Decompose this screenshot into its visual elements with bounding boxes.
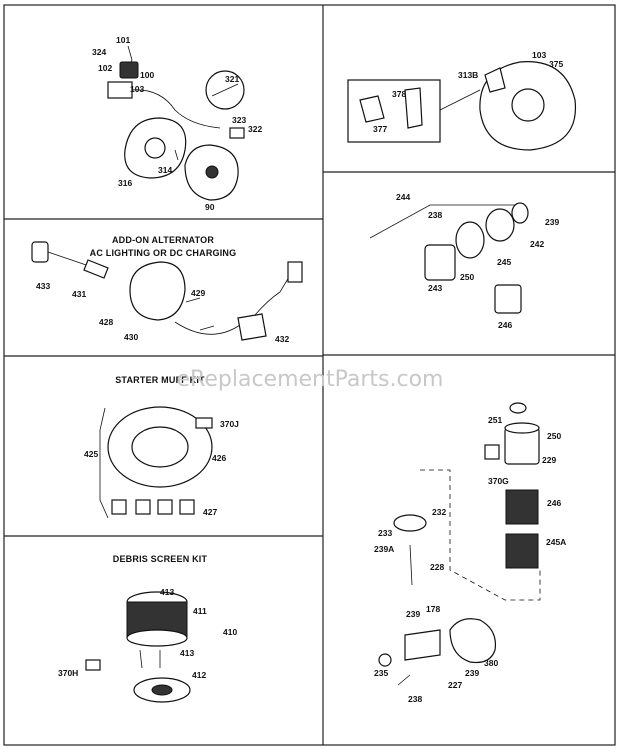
label-250b: 250 xyxy=(547,431,561,441)
label-412: 412 xyxy=(192,670,206,680)
label-433: 433 xyxy=(36,281,50,291)
starter-muff-labels: 370J 425 426 427 xyxy=(84,419,239,517)
label-90: 90 xyxy=(205,202,215,212)
label-239c: 239 xyxy=(406,609,420,619)
label-375: 375 xyxy=(549,59,563,69)
label-316: 316 xyxy=(118,178,132,188)
label-244: 244 xyxy=(396,192,410,202)
label-313b: 313B xyxy=(458,70,478,80)
alternator-title-line2: AC LIGHTING OR DC CHARGING xyxy=(90,248,237,258)
label-431: 431 xyxy=(72,289,86,299)
air-cleaner-labels: 244 238 239 242 245 250 243 246 xyxy=(396,192,559,330)
debris-screen-title: DEBRIS SCREEN KIT xyxy=(113,554,208,564)
alternator-title-line1: ADD-ON ALTERNATOR xyxy=(112,235,214,245)
carburetor-labels: 251 250 229 370G 246 232 233 239A 245A 2… xyxy=(374,415,566,704)
debris-screen-labels: 413 411 410 413 370H 412 xyxy=(58,587,237,680)
label-227: 227 xyxy=(448,680,462,690)
label-425: 425 xyxy=(84,449,98,459)
label-377: 377 xyxy=(373,124,387,134)
label-323: 323 xyxy=(232,115,246,125)
label-314: 314 xyxy=(158,165,172,175)
label-429: 429 xyxy=(191,288,205,298)
label-239a: 239 xyxy=(545,217,559,227)
label-378: 378 xyxy=(392,89,406,99)
label-370j: 370J xyxy=(220,419,239,429)
carburetor-group xyxy=(378,402,541,686)
label-233: 233 xyxy=(378,528,392,538)
label-229: 229 xyxy=(542,455,556,465)
ignition-labels: 101 324 102 100 103 321 323 322 316 314 … xyxy=(92,35,262,212)
label-243: 243 xyxy=(428,283,442,293)
label-103a: 103 xyxy=(130,84,144,94)
label-100: 100 xyxy=(140,70,154,80)
label-228: 228 xyxy=(430,562,444,572)
label-324: 324 xyxy=(92,47,106,57)
watermark: eReplacementParts.com xyxy=(177,367,444,392)
label-246b: 246 xyxy=(547,498,561,508)
label-245: 245 xyxy=(497,257,511,267)
label-370h: 370H xyxy=(58,668,78,678)
air-cleaner-group xyxy=(369,202,529,314)
label-235: 235 xyxy=(374,668,388,678)
starter-muff-title: STARTER MUFF KIT xyxy=(115,375,205,385)
label-238b: 238 xyxy=(408,694,422,704)
label-250a: 250 xyxy=(460,272,474,282)
label-245a: 245A xyxy=(546,537,566,547)
label-102: 102 xyxy=(98,63,112,73)
label-410: 410 xyxy=(223,627,237,637)
label-411: 411 xyxy=(193,606,207,616)
label-370g: 370G xyxy=(488,476,509,486)
label-413b: 413 xyxy=(180,648,194,658)
label-432: 432 xyxy=(275,334,289,344)
label-239b: 239A xyxy=(374,544,394,554)
debris-screen-group: DEBRIS SCREEN KIT xyxy=(85,554,208,703)
flywheel-brake-labels: 103 313B 375 378 377 xyxy=(373,50,563,134)
label-380: 380 xyxy=(484,658,498,668)
label-246a: 246 xyxy=(498,320,512,330)
label-178: 178 xyxy=(426,604,440,614)
ignition-armature-group xyxy=(107,45,245,201)
label-413a: 413 xyxy=(160,587,174,597)
starter-muff-group: STARTER MUFF KIT xyxy=(99,375,213,519)
alternator-group: ADD-ON ALTERNATOR AC LIGHTING OR DC CHAR… xyxy=(31,235,303,341)
alternator-labels: 433 431 428 430 429 432 xyxy=(36,281,289,344)
label-239d: 239 xyxy=(465,668,479,678)
label-428: 428 xyxy=(99,317,113,327)
label-251: 251 xyxy=(488,415,502,425)
label-238a: 238 xyxy=(428,210,442,220)
label-321: 321 xyxy=(225,74,239,84)
label-103b: 103 xyxy=(532,50,546,60)
label-430: 430 xyxy=(124,332,138,342)
label-242: 242 xyxy=(530,239,544,249)
label-427: 427 xyxy=(203,507,217,517)
label-426: 426 xyxy=(212,453,226,463)
panel-frames xyxy=(3,4,616,746)
label-322: 322 xyxy=(248,124,262,134)
label-232: 232 xyxy=(432,507,446,517)
flywheel-brake-group xyxy=(347,61,577,151)
label-101: 101 xyxy=(116,35,130,45)
